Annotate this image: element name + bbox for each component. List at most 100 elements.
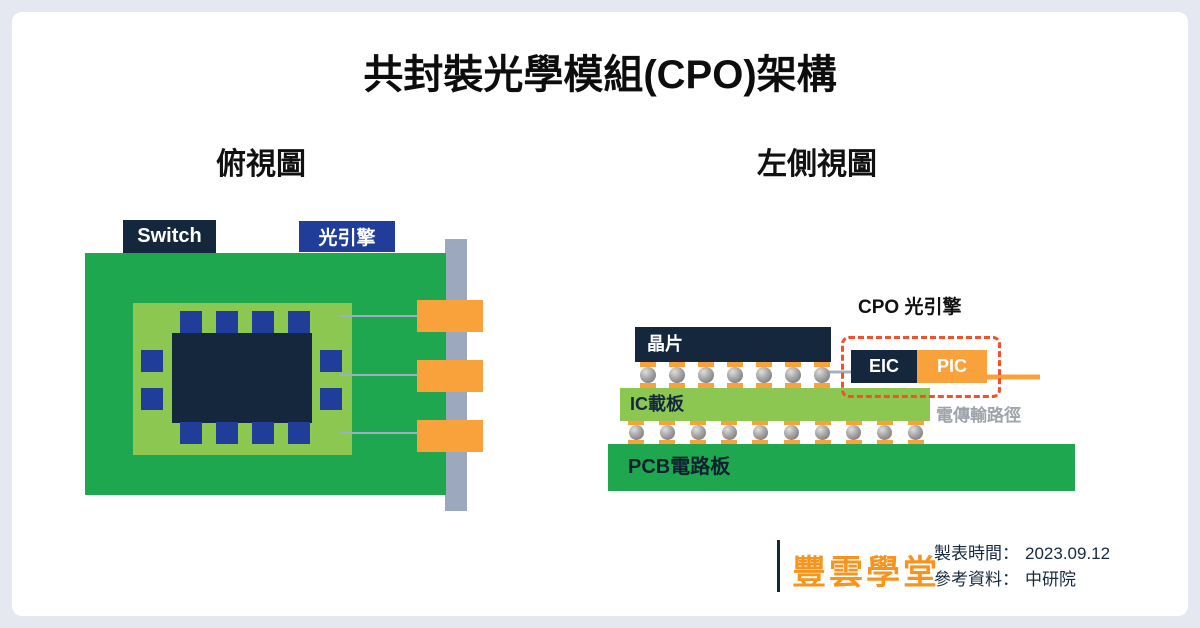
ic-substrate-block: IC載板 xyxy=(620,388,930,421)
io-pad xyxy=(252,422,274,444)
solder-pad xyxy=(752,421,769,425)
cpo-engine-label: CPO 光引擎 xyxy=(858,297,962,318)
solder-ball xyxy=(667,362,687,388)
pad-column-right xyxy=(320,350,342,410)
solder-pad xyxy=(659,440,676,444)
optical-engine-ports xyxy=(417,300,483,452)
solder-pad xyxy=(783,421,800,425)
io-pad xyxy=(252,311,274,333)
solder-sphere xyxy=(727,367,743,383)
solder-sphere xyxy=(752,425,768,440)
solder-ball xyxy=(783,362,803,388)
solder-pad xyxy=(727,362,743,367)
solder-ball xyxy=(750,421,770,444)
solder-pad xyxy=(640,362,656,367)
date-row: 製表時間： 2023.09.12 xyxy=(934,541,1110,567)
pad-column-left xyxy=(141,350,163,410)
source-value: 中研院 xyxy=(1025,570,1076,589)
solder-ball xyxy=(754,362,774,388)
solder-pad xyxy=(690,421,707,425)
solder-sphere xyxy=(877,425,893,440)
io-pad xyxy=(320,350,342,372)
solder-sphere xyxy=(640,367,656,383)
solder-pad xyxy=(814,383,830,388)
solder-pad xyxy=(721,421,738,425)
optical-port xyxy=(417,420,483,452)
solder-ball xyxy=(906,421,926,444)
solder-ball xyxy=(696,362,716,388)
solder-sphere xyxy=(690,425,706,440)
solder-pad xyxy=(669,383,685,388)
optical-port xyxy=(417,360,483,392)
solder-pad xyxy=(785,383,801,388)
solder-ball xyxy=(688,421,708,444)
solder-pad xyxy=(756,362,772,367)
solder-ball xyxy=(812,362,832,388)
solder-pad xyxy=(698,383,714,388)
solder-pad xyxy=(669,362,685,367)
electrical-path-label: 電傳輸路徑 xyxy=(936,406,1021,425)
solder-sphere xyxy=(659,425,675,440)
solder-pad xyxy=(727,383,743,388)
date-value: 2023.09.12 xyxy=(1025,544,1111,563)
solder-pad xyxy=(628,440,644,444)
cpo-dashed-outline xyxy=(841,336,1001,398)
optical-port xyxy=(417,300,483,332)
pic-block: PIC xyxy=(917,350,987,383)
io-pad xyxy=(141,350,163,372)
solder-pad xyxy=(814,421,831,425)
solder-ball xyxy=(725,362,745,388)
footer-divider xyxy=(777,540,780,592)
solder-sphere xyxy=(721,425,737,440)
brand-logo: 豐雲學堂 xyxy=(792,554,940,592)
solder-pad xyxy=(845,421,862,425)
solder-pad xyxy=(752,440,769,444)
solder-pad xyxy=(756,383,772,388)
solder-pad xyxy=(721,440,738,444)
solder-sphere xyxy=(756,367,772,383)
solder-balls-under-chip xyxy=(638,362,832,388)
pcb-board-block: PCB電路板 xyxy=(608,444,1075,491)
io-pad xyxy=(288,311,310,333)
solder-pad xyxy=(628,421,644,425)
solder-ball xyxy=(844,421,864,444)
solder-ball xyxy=(626,421,646,444)
io-pad xyxy=(320,388,342,410)
solder-sphere xyxy=(815,425,831,440)
solder-pad xyxy=(876,440,893,444)
solder-pad xyxy=(814,362,830,367)
solder-pad xyxy=(783,440,800,444)
solder-pad xyxy=(690,440,707,444)
solder-pad xyxy=(907,421,924,425)
solder-pad xyxy=(845,440,862,444)
solder-pad xyxy=(698,362,714,367)
io-pad xyxy=(288,422,310,444)
light-engine-label: 光引擎 xyxy=(299,221,395,252)
solder-ball xyxy=(875,421,895,444)
io-pad xyxy=(141,388,163,410)
solder-sphere xyxy=(698,367,714,383)
io-pad xyxy=(216,311,238,333)
chip-block: 晶片 xyxy=(635,327,831,362)
solder-pad xyxy=(876,421,893,425)
date-label: 製表時間： xyxy=(934,544,1019,563)
io-pad xyxy=(216,422,238,444)
solder-sphere xyxy=(846,425,862,440)
solder-ball xyxy=(782,421,802,444)
solder-sphere xyxy=(784,425,800,440)
solder-ball xyxy=(719,421,739,444)
solder-sphere xyxy=(669,367,685,383)
solder-pad xyxy=(814,440,831,444)
eic-block: EIC xyxy=(851,350,917,383)
solder-sphere xyxy=(814,367,830,383)
io-pad xyxy=(180,422,202,444)
solder-pad xyxy=(907,440,924,444)
page-title: 共封裝光學模組(CPO)架構 xyxy=(363,53,837,97)
io-pad xyxy=(180,311,202,333)
solder-sphere xyxy=(785,367,801,383)
solder-balls-under-substrate xyxy=(626,421,926,444)
source-label: 參考資料： xyxy=(934,570,1019,589)
solder-pad xyxy=(640,383,656,388)
solder-pad xyxy=(785,362,801,367)
